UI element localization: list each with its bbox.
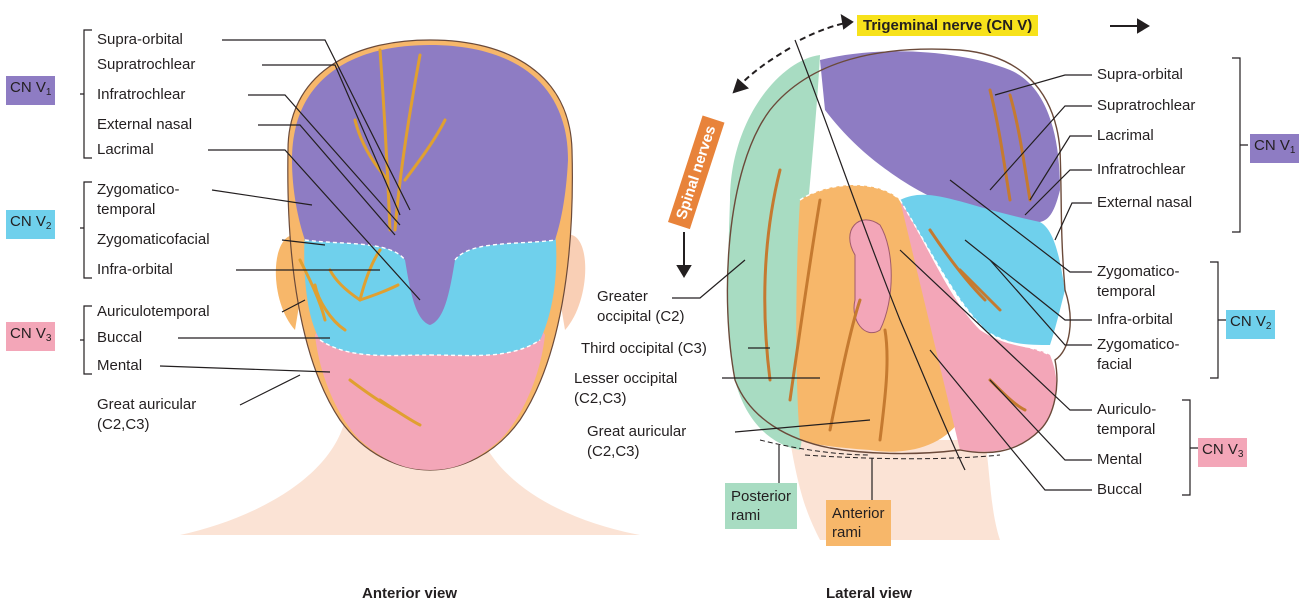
anterior-label-buccal: Buccal [97,329,142,347]
lateral-label-greater-occipital-1: Greater [597,288,648,306]
lateral-cn-v2-sub: 2 [1266,321,1272,332]
anterior-cn-v1-text: CN V [10,79,46,96]
trigeminal-arrow-head-left [842,16,852,28]
anterior-rami-box: Anterior rami [826,500,891,546]
lateral-cn-v1-sub: 1 [1290,145,1296,156]
lateral-cn-v3-text: CN V [1202,441,1238,458]
lateral-label-infra-orbital: Infra-orbital [1097,311,1173,329]
anterior-cn-v2-box: CN V2 [6,210,55,239]
spinal-down-arrow-head [678,266,690,276]
lateral-label-greater-occipital-2: occipital (C2) [597,308,685,326]
lateral-cn-v3-box: CN V3 [1198,438,1247,467]
anterior-cn-v3-sub: 3 [46,333,52,344]
lateral-label-third-occipital: Third occipital (C3) [581,340,707,358]
lateral-cn-v3-sub: 3 [1238,449,1244,460]
anterior-rami-line-2: rami [832,523,885,542]
anterior-head [180,40,640,535]
lateral-label-external-nasal: External nasal [1097,194,1192,212]
anterior-label-infra-orbital: Infra-orbital [97,261,173,279]
anterior-cn-v3-box: CN V3 [6,322,55,351]
lateral-cn-v2-text: CN V [1230,313,1266,330]
trigeminal-arrow-head-right [1138,20,1148,32]
anterior-label-infratrochlear: Infratrochlear [97,86,185,104]
anterior-rami-line-1: Anterior [832,504,885,523]
anterior-cn-v1-sub: 1 [46,87,52,98]
anterior-label-great-auricular-1: Great auricular [97,396,196,414]
lateral-cn-v1-box: CN V1 [1250,134,1299,163]
lateral-label-auriculo-temporal-2: temporal [1097,421,1155,439]
lateral-label-great-auricular-1: Great auricular [587,423,686,441]
anterior-label-external-nasal: External nasal [97,116,192,134]
anterior-cn-v3-text: CN V [10,325,46,342]
anterior-label-zygomatico-temporal-2: temporal [97,201,155,219]
posterior-rami-line-2: rami [731,506,791,525]
lateral-cn-v1-text: CN V [1254,137,1290,154]
lateral-label-buccal: Buccal [1097,481,1142,499]
lateral-label-great-auricular-2: (C2,C3) [587,443,640,461]
lateral-label-lesser-occipital-2: (C2,C3) [574,390,627,408]
anterior-view-title: Anterior view [362,585,457,602]
anterior-cn-v2-text: CN V [10,213,46,230]
spinal-arrow-head [734,80,747,92]
lateral-label-lacrimal: Lacrimal [1097,127,1154,145]
lateral-cn-v2-box: CN V2 [1226,310,1275,339]
anterior-label-supratrochlear: Supratrochlear [97,56,195,74]
anterior-label-zygomatico-temporal-1: Zygomatico- [97,181,180,199]
lateral-label-infratrochlear: Infratrochlear [1097,161,1185,179]
lateral-label-zygomatico-temporal-1: Zygomatico- [1097,263,1180,281]
lateral-label-supratrochlear: Supratrochlear [1097,97,1195,115]
anterior-label-lacrimal: Lacrimal [97,141,154,159]
anterior-label-zygomaticofacial: Zygomaticofacial [97,231,210,249]
lateral-label-zygomatico-temporal-2: temporal [1097,283,1155,301]
anterior-cn-v2-sub: 2 [46,221,52,232]
anterior-label-supra-orbital: Supra-orbital [97,31,183,49]
anterior-cn-v1-box: CN V1 [6,76,55,105]
anterior-label-auriculotemporal: Auriculotemporal [97,303,210,321]
anterior-label-great-auricular-2: (C2,C3) [97,416,150,434]
posterior-rami-line-1: Posterior [731,487,791,506]
lateral-view-title: Lateral view [826,585,912,602]
trigeminal-nerve-box: Trigeminal nerve (CN V) [857,15,1038,36]
lateral-label-lesser-occipital-1: Lesser occipital [574,370,677,388]
posterior-rami-box: Posterior rami [725,483,797,529]
lateral-label-auriculo-temporal-1: Auriculo- [1097,401,1156,419]
lateral-label-supra-orbital: Supra-orbital [1097,66,1183,84]
lateral-neck [790,440,1000,540]
lateral-label-zygomatico-facial-2: facial [1097,356,1132,374]
anterior-label-mental: Mental [97,357,142,375]
lateral-label-zygomatico-facial-1: Zygomatico- [1097,336,1180,354]
lateral-label-mental: Mental [1097,451,1142,469]
